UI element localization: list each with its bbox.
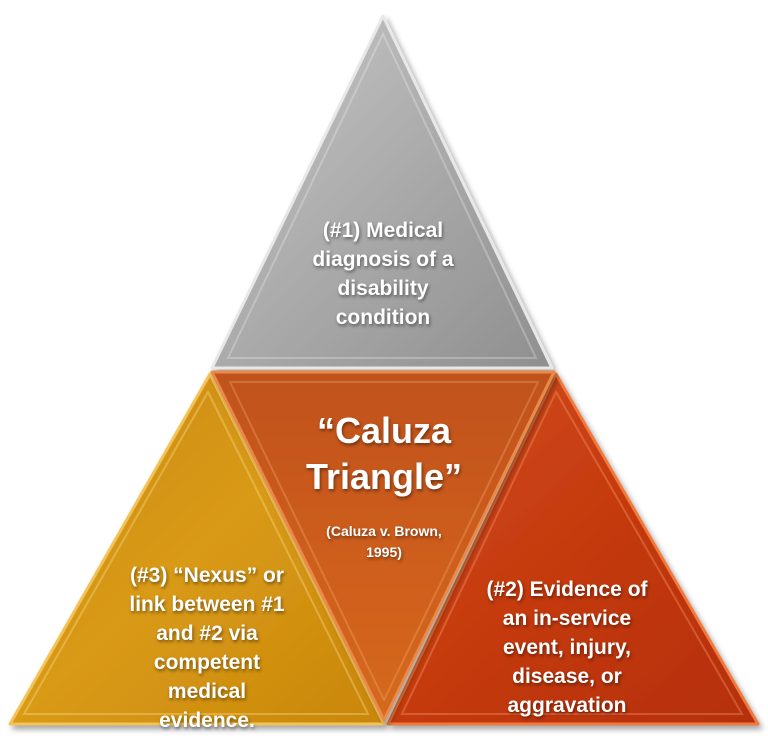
left-label: (#3) “Nexus” or link between #1 and #2 v… <box>129 564 285 732</box>
center-triangle <box>210 370 556 722</box>
center-citation: (Caluza v. Brown, 1995) <box>326 523 442 560</box>
top-label: (#1) Medical diagnosis of a disability c… <box>312 219 454 329</box>
right-label: (#2) Evidence of an in-service event, in… <box>486 578 648 717</box>
right-triangle <box>386 372 760 726</box>
top-triangle <box>210 14 554 370</box>
center-title: “Caluza Triangle” <box>305 410 463 497</box>
left-triangle <box>8 372 386 726</box>
